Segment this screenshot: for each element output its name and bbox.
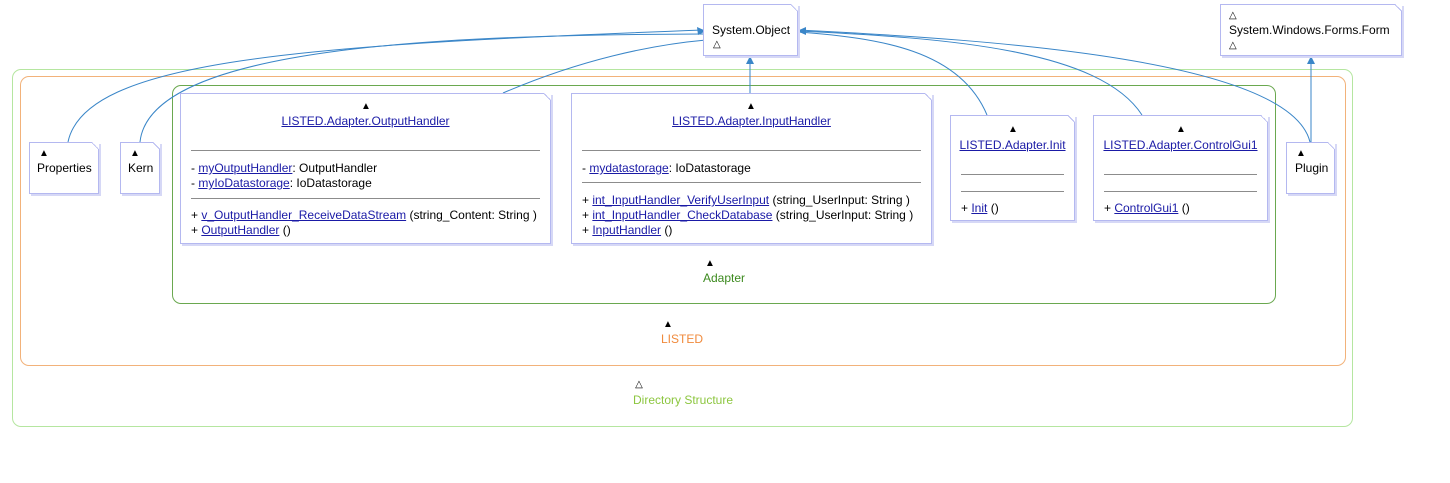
separator [582,150,921,151]
output-handler-title[interactable]: LISTED.Adapter.OutputHandler [281,114,450,128]
edge-outputhandler-object [502,39,707,94]
class-input-handler[interactable]: ▲ LISTED.Adapter.InputHandler - mydatast… [571,93,932,244]
filled-triangle-icon: ▲ [39,148,49,159]
forms-form-label: System.Windows.Forms.Form [1229,23,1390,37]
class-output-handler[interactable]: ▲ LISTED.Adapter.OutputHandler - myOutpu… [180,93,551,244]
operation-link[interactable]: InputHandler [592,223,662,237]
hollow-triangle-icon: △ [635,379,643,390]
edge-controlgui-object [797,30,1143,116]
operation-link[interactable]: ControlGui1 [1114,201,1179,215]
filled-triangle-icon: ▲ [1008,124,1018,135]
operation-row: + ControlGui1 () [1104,201,1190,215]
hollow-triangle-icon: △ [1229,10,1237,21]
operation-link[interactable]: v_OutputHandler_ReceiveDataStream [201,208,407,222]
separator [961,174,1064,175]
properties-node[interactable]: ▲ Properties [29,142,99,194]
attribute-row: - myIoDatastorage: IoDatastorage [191,176,372,190]
operation-row: + OutputHandler () [191,223,291,237]
properties-label: Properties [37,161,92,175]
operation-link[interactable]: int_InputHandler_CheckDatabase [592,208,773,222]
separator [1104,191,1257,192]
operation-row: + Init () [961,201,999,215]
system-object-box[interactable]: System.Object △ [703,4,798,56]
operation-row: + InputHandler () [582,223,673,237]
kern-label: Kern [128,161,154,175]
package-directory-structure[interactable] [12,69,1353,427]
separator [191,198,540,199]
operation-link[interactable]: OutputHandler [201,223,280,237]
operation-row: + int_InputHandler_VerifyUserInput (stri… [582,193,910,207]
system-object-label: System.Object [712,23,791,37]
arrowhead-object-right [797,27,806,35]
forms-form-box[interactable]: △ System.Windows.Forms.Form △ [1220,4,1402,56]
separator [191,150,540,151]
separator [582,182,921,183]
filled-triangle-icon: ▲ [1296,148,1306,159]
class-init[interactable]: ▲ LISTED.Adapter.Init + Init () [950,115,1075,221]
plugin-node[interactable]: ▲ Plugin [1286,142,1335,194]
listed-package-label: LISTED [660,332,704,346]
kern-node[interactable]: ▲ Kern [120,142,160,194]
filled-triangle-icon: ▲ [663,319,673,330]
edge-plugin-object [797,29,1311,143]
arrowhead-object-input [746,56,754,64]
filled-triangle-icon: ▲ [1176,124,1186,135]
attribute-link[interactable]: myIoDatastorage [198,176,290,190]
edge-init-object [797,31,988,116]
filled-triangle-icon: ▲ [361,101,371,112]
package-listed[interactable] [20,76,1346,366]
directory-structure-package-label: Directory Structure [632,393,734,407]
attribute-link[interactable]: myOutputHandler [198,161,293,175]
edge-kern-object [139,33,704,143]
input-handler-title[interactable]: LISTED.Adapter.InputHandler [672,114,831,128]
control-gui-title[interactable]: LISTED.Adapter.ControlGui1 [1103,138,1258,152]
operation-link[interactable]: int_InputHandler_VerifyUserInput [592,193,770,207]
separator [1104,174,1257,175]
filled-triangle-icon: ▲ [705,258,715,269]
class-control-gui[interactable]: ▲ LISTED.Adapter.ControlGui1 + ControlGu… [1093,115,1268,221]
filled-triangle-icon: ▲ [130,148,140,159]
arrowhead-object-left [697,27,706,35]
adapter-package-label: Adapter [702,271,746,285]
operation-link[interactable]: Init [971,201,988,215]
package-adapter[interactable] [172,85,1276,304]
arrowhead-form [1307,56,1315,64]
attribute-row: - myOutputHandler: OutputHandler [191,161,378,175]
attribute-link[interactable]: mydatastorage [589,161,669,175]
operation-row: + v_OutputHandler_ReceiveDataStream (str… [191,208,537,222]
plugin-label: Plugin [1295,161,1329,175]
init-title[interactable]: LISTED.Adapter.Init [959,138,1066,152]
hollow-triangle-icon: △ [1229,40,1237,51]
operation-row: + int_InputHandler_CheckDatabase (string… [582,208,914,222]
filled-triangle-icon: ▲ [746,101,756,112]
attribute-row: - mydatastorage: IoDatastorage [582,161,751,175]
hollow-triangle-icon: △ [713,39,721,50]
separator [961,191,1064,192]
